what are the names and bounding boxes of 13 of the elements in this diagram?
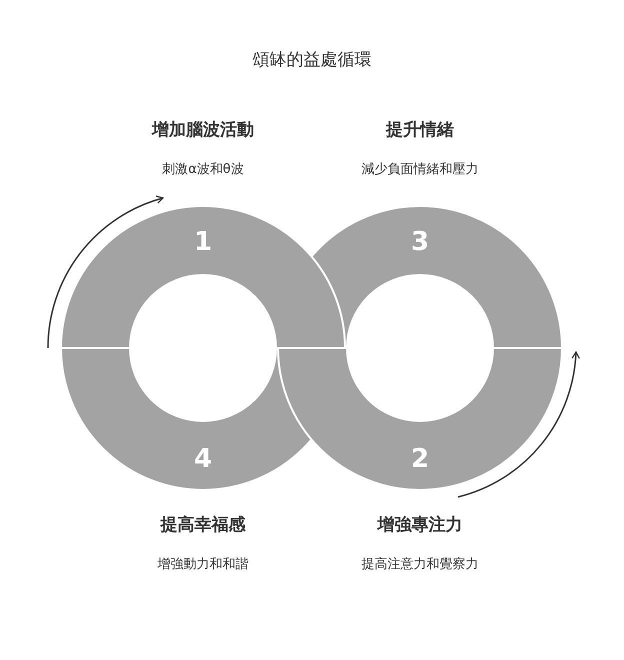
diagram-title: 頌缽的益處循環 [252,49,372,72]
step-number: 4 [194,443,212,476]
step-number: 2 [410,443,430,476]
step-description: 增強動力和和諧 [158,556,248,574]
step-heading: 增加腦波活動 [152,119,254,142]
step-number: 1 [194,226,212,259]
step-heading: 提高幸福感 [160,514,246,537]
step-description: 刺激α波和θ波 [162,160,244,178]
step-description: 提高注意力和覺察力 [362,556,478,574]
step-number: 3 [410,226,430,259]
step-heading: 提升情緒 [386,119,454,142]
step-heading: 增強專注力 [378,514,462,537]
step-description: 減少負面情緒和壓力 [362,160,478,178]
